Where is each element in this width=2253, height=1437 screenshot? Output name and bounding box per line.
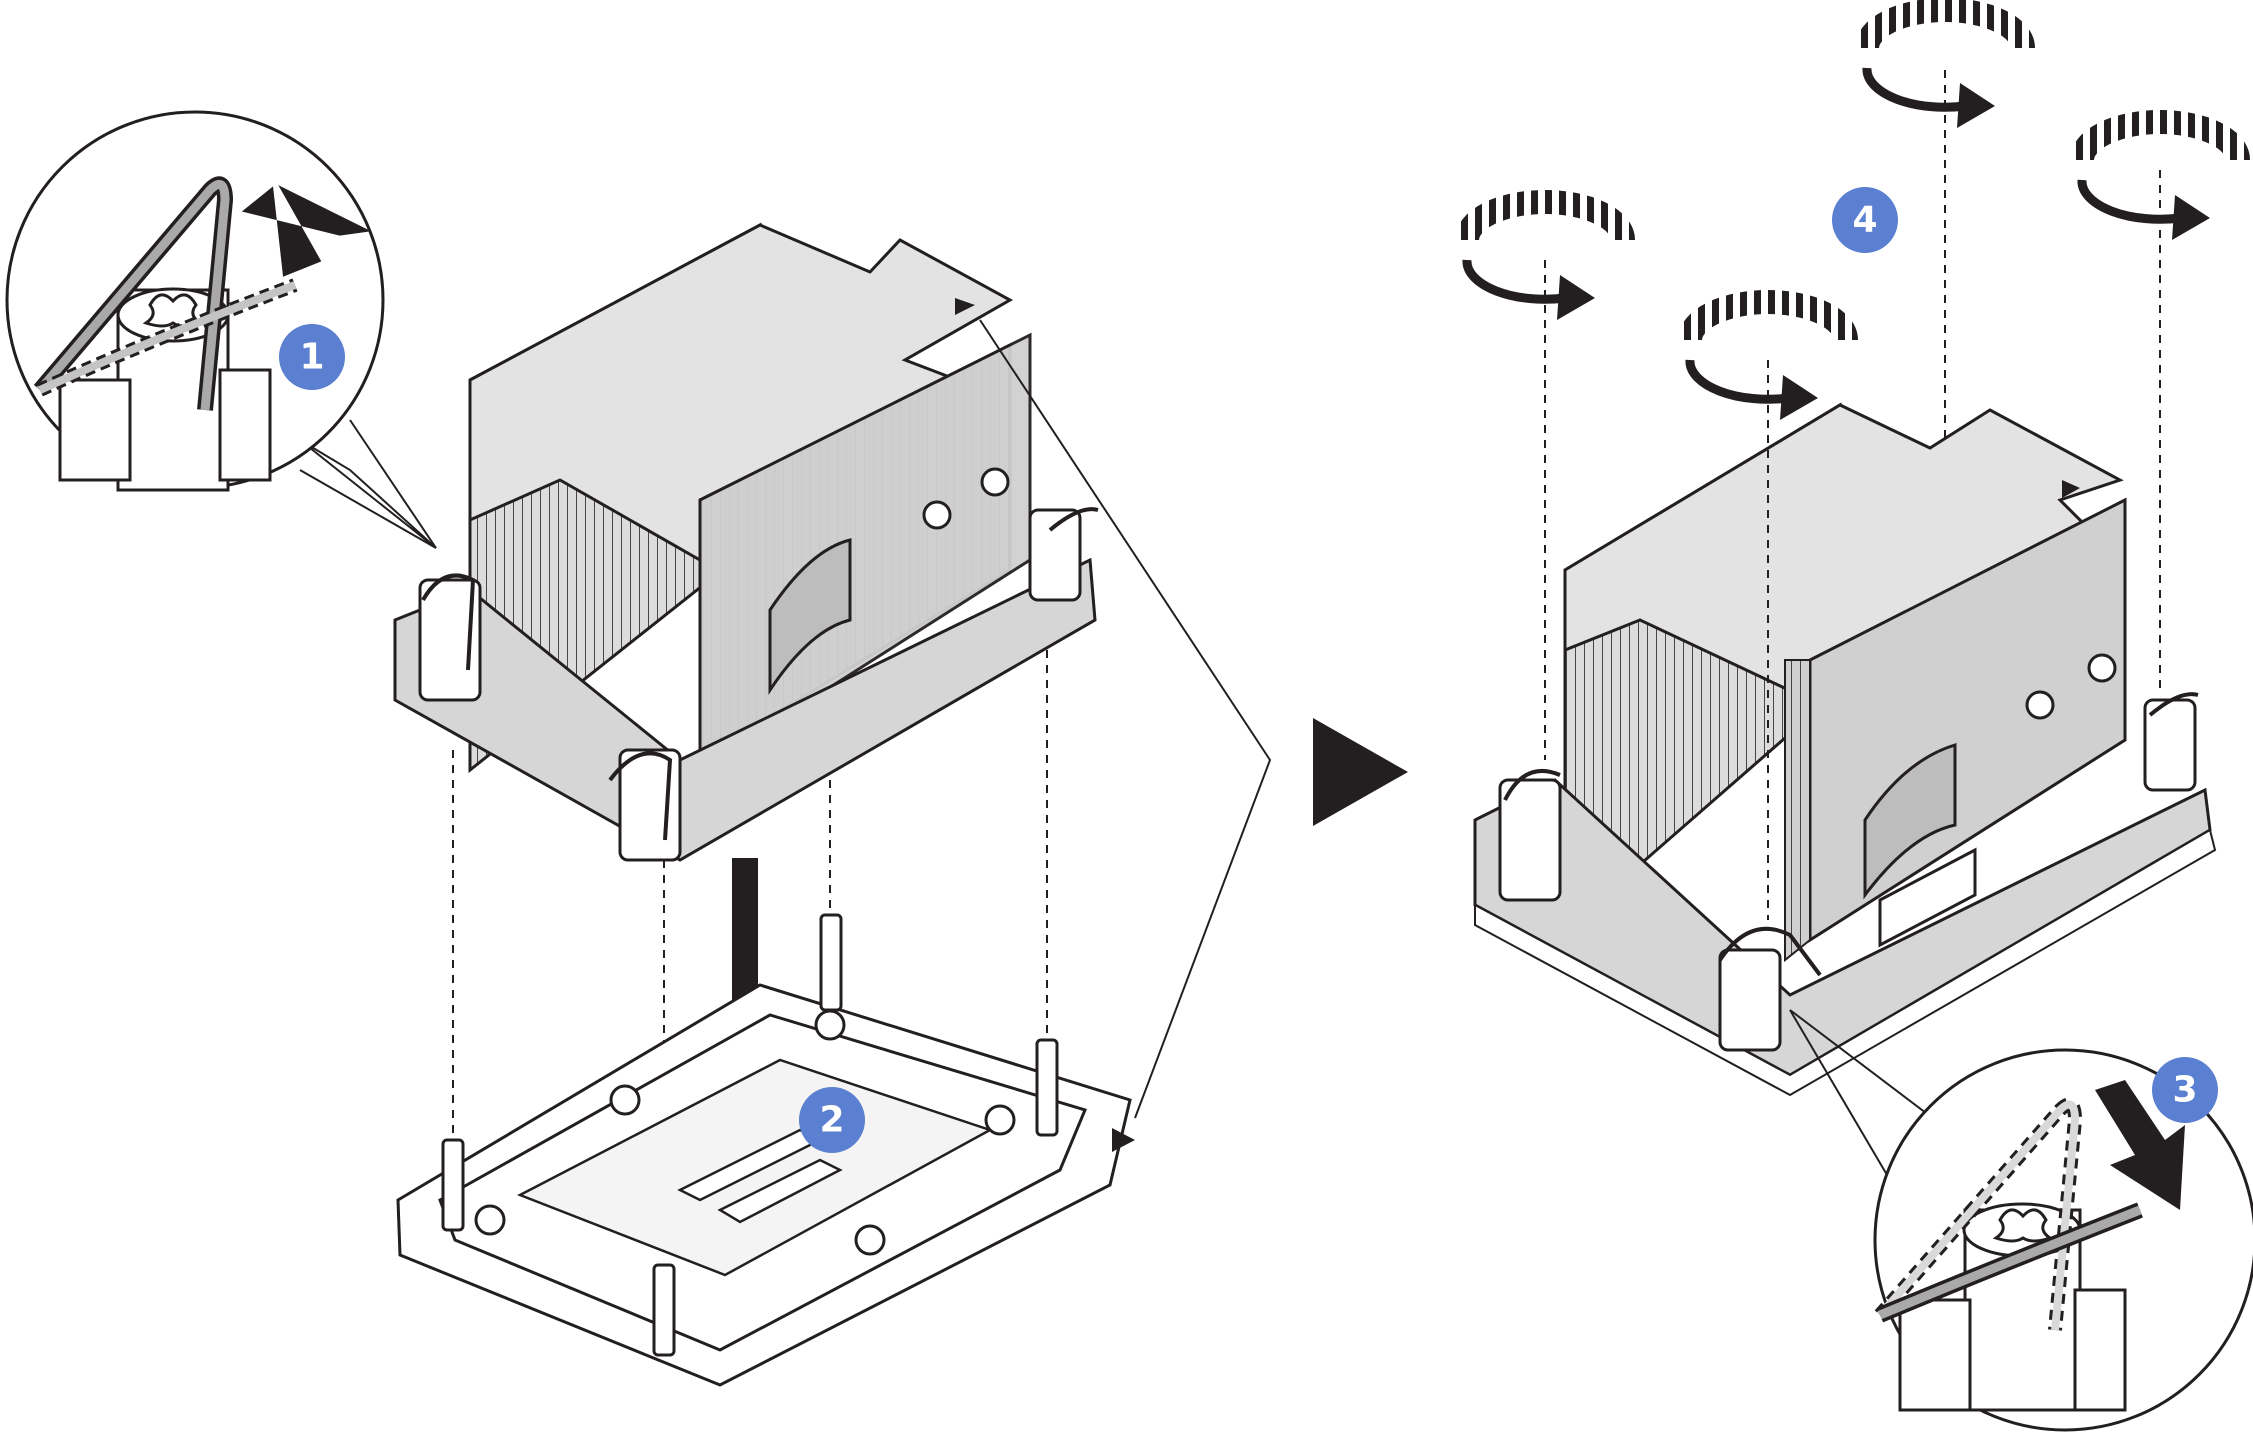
detail-callout-3 bbox=[1789, 1009, 2253, 1432]
step-badge-4: 4 bbox=[1832, 187, 1898, 253]
arrow-up-icon bbox=[241, 185, 372, 277]
step-number-4: 4 bbox=[1852, 200, 1877, 241]
alignment-guides-right bbox=[1544, 70, 2161, 920]
step-badge-2: 2 bbox=[799, 1087, 865, 1153]
step-badge-1: 1 bbox=[279, 324, 345, 390]
rotate-clockwise-icon bbox=[1455, 0, 2250, 420]
step-number-1: 1 bbox=[299, 337, 324, 378]
heatsink-module-right bbox=[1473, 402, 2217, 1097]
step-badge-3: 3 bbox=[2152, 1057, 2218, 1123]
transition-bracket bbox=[979, 319, 1408, 1119]
arrow-down-icon bbox=[2095, 1080, 2185, 1210]
alignment-guides-left bbox=[452, 650, 1048, 1270]
step-number-3: 3 bbox=[2172, 1070, 2197, 1111]
processor-socket bbox=[396, 913, 1135, 1387]
detail-callout-1 bbox=[5, 110, 437, 549]
step-number-2: 2 bbox=[819, 1100, 844, 1141]
heatsink-module-left bbox=[393, 222, 1099, 862]
play-triangle-icon bbox=[1313, 718, 1408, 826]
